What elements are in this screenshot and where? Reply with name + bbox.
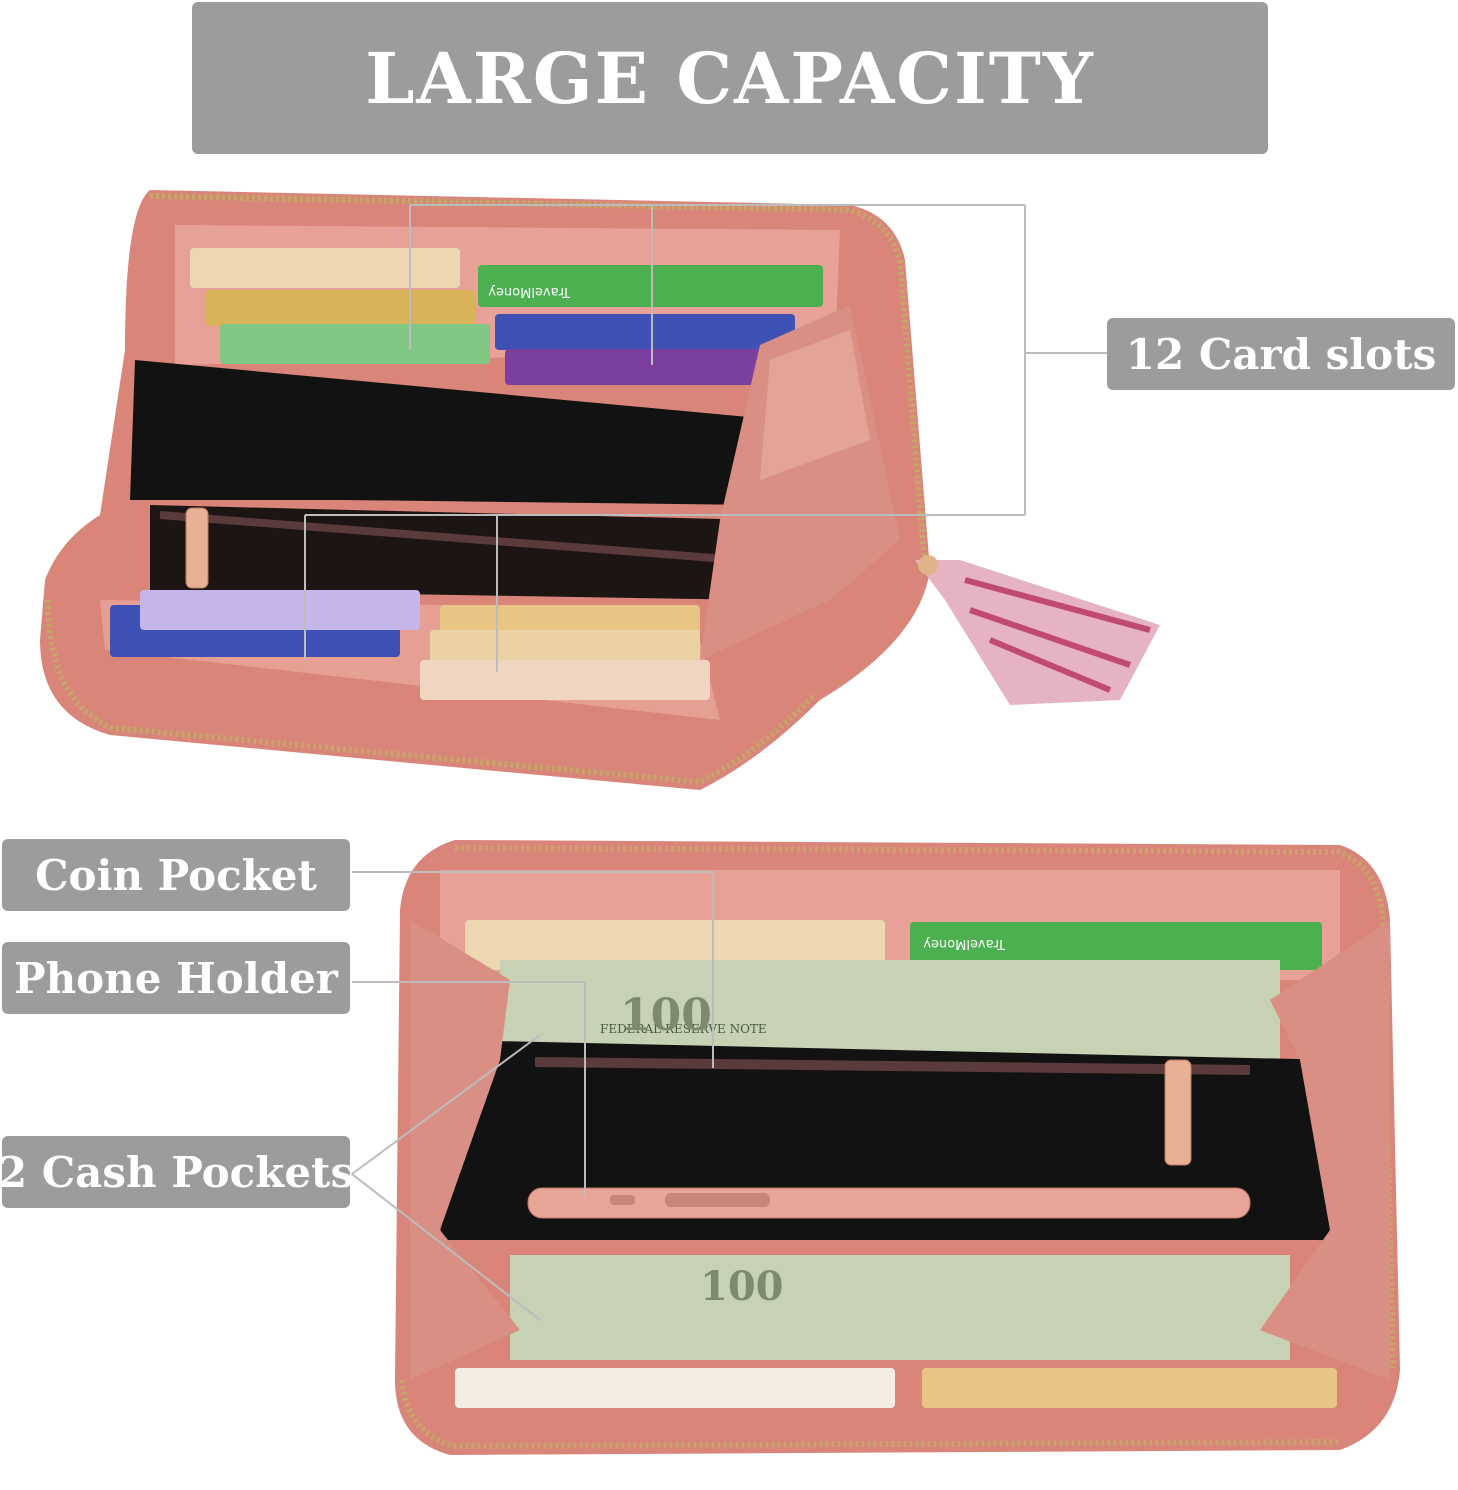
top-pocket-1 xyxy=(130,360,780,505)
top-coin-zipper xyxy=(159,511,741,564)
card-gold-bottom xyxy=(922,1368,1337,1408)
card-peach xyxy=(420,660,710,700)
card-green xyxy=(478,265,823,307)
bottom-wallet-photo: TravelMoney FEDERAL RESERVE NOTE 100 100 xyxy=(395,840,1400,1455)
bottom-zipper-pull xyxy=(1164,1059,1192,1166)
top-zipper-pull xyxy=(185,507,209,589)
card-lavender xyxy=(140,590,420,630)
card-travel-text-bottom: TravelMoney xyxy=(923,936,1006,951)
card-beige xyxy=(190,248,460,288)
card-slots-pointer xyxy=(304,204,1107,672)
svg-text:100: 100 xyxy=(620,990,712,1041)
svg-text:100: 100 xyxy=(700,1263,784,1310)
bottom-pointers xyxy=(351,871,714,1321)
card-travel-text: TravelMoney xyxy=(488,284,571,299)
card-white-bottom xyxy=(455,1368,895,1408)
top-wallet-photo: TravelMoney xyxy=(40,190,1160,790)
cash-bills-upper xyxy=(500,960,1280,1060)
top-zipper-lower xyxy=(45,599,818,786)
phone-holder-label: Phone Holder xyxy=(2,942,350,1014)
card-purple xyxy=(505,349,770,385)
cash-pockets-label: 2 Cash Pockets xyxy=(0,1136,354,1208)
card-green-bottom xyxy=(910,922,1322,970)
coin-pocket-label: Coin Pocket xyxy=(2,839,350,911)
card-slots-label: 12 Card slots xyxy=(1107,318,1455,390)
phone xyxy=(527,1187,1251,1219)
large-capacity-title: LARGE CAPACITY xyxy=(192,2,1268,154)
card-light-green xyxy=(220,324,490,364)
card-blue xyxy=(495,314,795,350)
bill-note-text: FEDERAL RESERVE NOTE xyxy=(600,1022,767,1036)
card-gold xyxy=(205,290,475,326)
cash-bills-lower xyxy=(510,1255,1290,1360)
